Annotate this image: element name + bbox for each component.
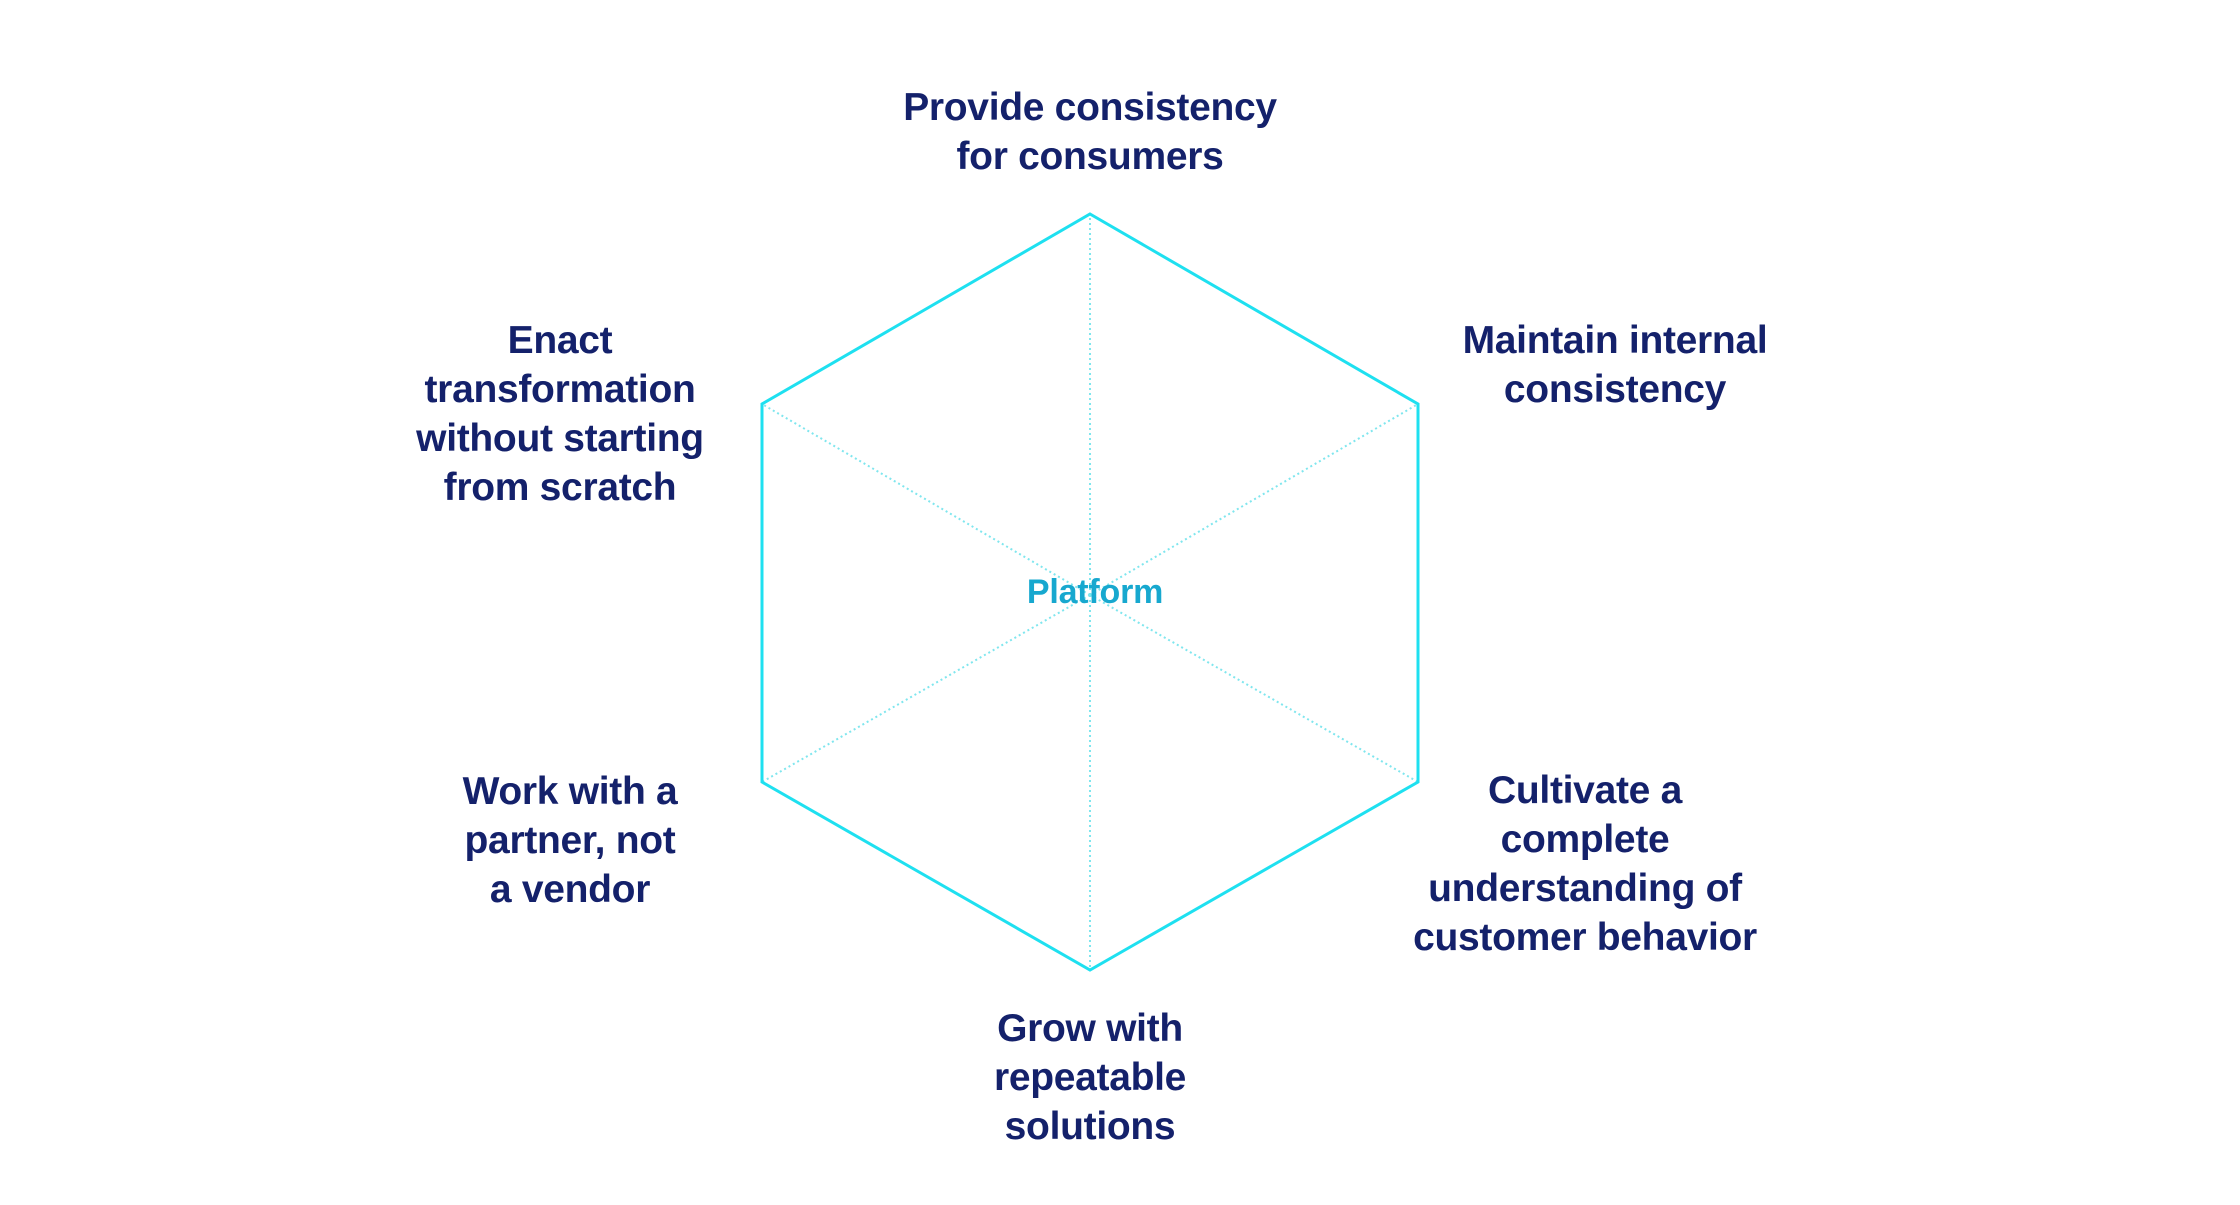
vertex-label-line: Provide consistency [903, 86, 1277, 129]
vertex-label-line: understanding of [1428, 867, 1742, 910]
vertex-label-line: solutions [1004, 1105, 1176, 1148]
vertex-label-upper-left: Enact transformation without starting fr… [390, 316, 730, 512]
vertex-label-upper-right: Maintain internal consistency [1430, 316, 1800, 414]
vertex-label-line: Cultivate a [1488, 769, 1682, 812]
vertex-label-line: partner, not [464, 819, 676, 862]
vertex-label-line: without starting [416, 417, 704, 460]
vertex-label-line: consistency [1503, 368, 1727, 411]
vertex-label-line: Work with a [462, 770, 678, 813]
vertex-label-line: a vendor [489, 868, 651, 911]
spoke-upper-right [1089, 403, 1419, 596]
spoke-lower-left [761, 594, 1091, 783]
spoke-lower-right [1089, 594, 1419, 783]
vertex-label-line: Maintain internal [1462, 319, 1768, 362]
vertex-label-lower-right: Cultivate a complete understanding of cu… [1400, 766, 1770, 962]
vertex-label-line: from scratch [443, 466, 677, 509]
vertex-label-line: complete [1500, 818, 1670, 861]
center-label: Platform [1026, 573, 1164, 611]
vertex-label-line: customer behavior [1413, 916, 1757, 959]
vertex-label-line: transformation [424, 368, 696, 411]
vertex-label-bottom: Grow with repeatable solutions [930, 1004, 1250, 1151]
vertex-label-line: for consumers [956, 135, 1224, 178]
vertex-label-lower-left: Work with a partner, not a vendor [410, 767, 730, 914]
vertex-label-top: Provide consistency for consumers [860, 83, 1320, 181]
vertex-label-line: Grow with [997, 1007, 1183, 1050]
vertex-label-line: repeatable [993, 1056, 1187, 1099]
vertex-label-line: Enact [507, 319, 613, 362]
spoke-upper-left [761, 403, 1091, 596]
hexagon-outline [760, 212, 1420, 972]
